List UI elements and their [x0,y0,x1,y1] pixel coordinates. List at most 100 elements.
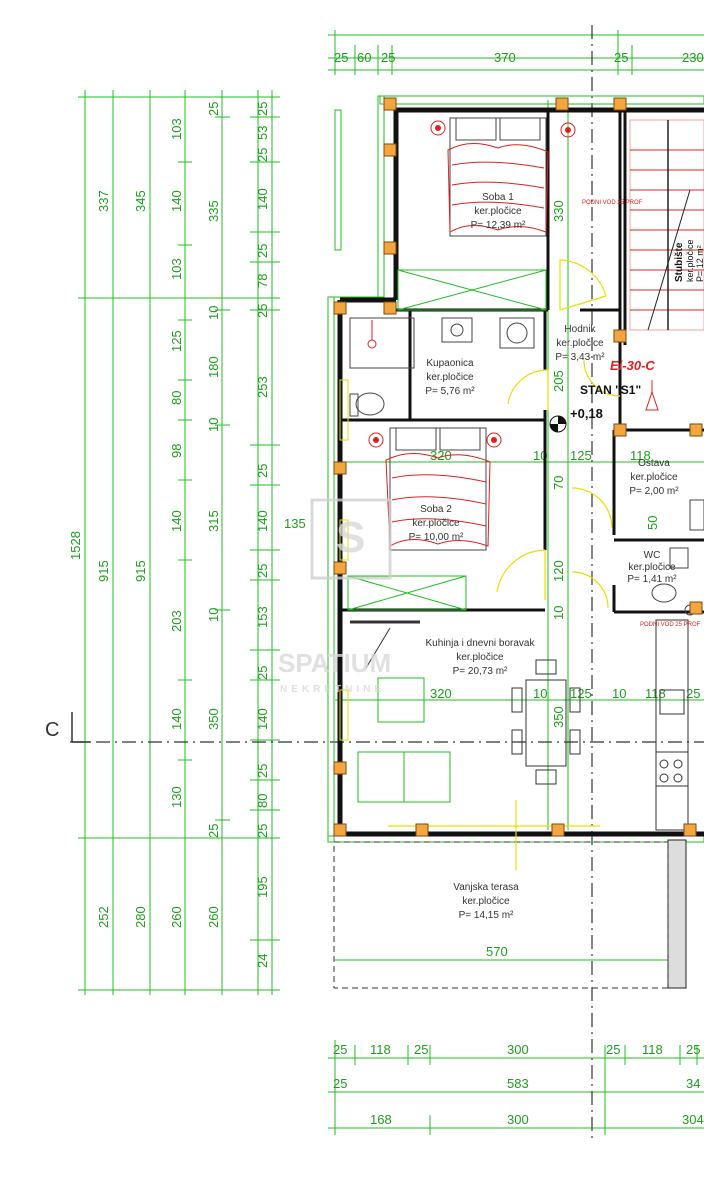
dim-left-c5-6: 315 [206,510,221,532]
dim-left-c6-8: 253 [255,376,270,398]
dim-int-14: 350 [551,706,566,728]
dim-bottom-2-3: 34 [686,1076,700,1091]
room-area-stairs: P= 12 m² [695,245,704,282]
room-area-soba-2: P= 10,00 m² [409,532,464,543]
dim-bottom-1-1: 25 [333,1042,347,1057]
dim-int-9: 320 [430,686,452,701]
dim-bottom-1-7: 25 [686,1042,700,1057]
dim-left-c3-1: 345 [133,190,148,212]
watermark-logo-letter: S [336,513,365,562]
dim-left-c5-10: 260 [206,906,221,928]
dim-left-c6-13: 25 [255,666,270,680]
dim-left-c2-1: 337 [96,190,111,212]
dim-left-c4-2: 140 [169,190,184,212]
dim-left-c6-5: 25 [255,244,270,258]
dim-left-c5-1: 25 [206,102,221,116]
dim-top-1: 25 [334,50,348,65]
dim-bottom-1-4: 300 [507,1042,529,1057]
dim-int-19: 25 [686,686,700,701]
dim-left-c6-2: 53 [255,126,270,140]
dim-left-c4-1: 103 [169,118,184,140]
staircase: Stubište ker.pločice P= 12 m² [629,119,704,331]
dim-left-c3-2: 915 [133,560,148,582]
annotations: STAN "S1" +0,18 Ei-30-C PODNI VOD 25 PRO… [549,200,701,628]
watermark-brand: SPATIUM [278,648,391,678]
room-name-hodnik: Hodnik [564,324,596,335]
watermark-sub: NEKRETNINE [280,684,385,695]
dim-int-17: 135 [284,516,306,531]
dim-top-2: 60 [357,50,371,65]
dim-left-c6-7: 25 [255,304,270,318]
dim-left-c6-15: 25 [255,764,270,778]
dim-bottom-1-5: 25 [606,1042,620,1057]
room-name-terasa: Vanjska terasa [453,882,519,893]
dim-bottom-2-1: 25 [333,1076,347,1091]
dim-left-c5-3: 10 [206,306,221,320]
room-finish-soba-2: ker.pločice [412,518,460,529]
room-labels: Soba 1 ker.pločice P= 12,39 m² Kupaonica… [409,192,680,921]
dim-left-c6-16: 80 [255,794,270,808]
columns [333,97,703,837]
dim-left-c5-5: 10 [206,418,221,432]
dim-left-c6-19: 24 [255,954,270,968]
dim-left-c4-3: 103 [169,258,184,280]
dim-bottom-1-6: 118 [642,1042,663,1057]
dim-left-c4-8: 203 [169,610,184,632]
room-finish-stairs: ker.pločice [685,239,695,282]
room-name-soba-1: Soba 1 [482,192,514,203]
dim-int-18: 50 [645,516,660,530]
room-name-soba-2: Soba 2 [420,504,452,515]
dim-left-total: 1528 [68,531,83,560]
room-finish-hodnik: ker.pločice [556,338,604,349]
dim-left-c6-10: 140 [255,510,270,532]
room-area-wc: P= 1,41 m² [627,574,677,585]
dim-int-12: 10 [612,686,626,701]
dim-int-10: 10 [533,686,547,701]
room-area-kuhinja: P= 20,73 m² [453,666,508,677]
dim-left-c6-14: 140 [255,708,270,730]
dim-int-1: 320 [430,448,452,463]
dim-left-c4-4: 125 [169,330,184,352]
dim-bottom-2-2: 583 [507,1076,529,1091]
watermark-logo-frame [310,498,392,580]
dim-left-c4-9: 140 [169,708,184,730]
room-finish-soba-1: ker.pločice [474,206,522,217]
dim-left-c6-6: 78 [255,274,270,288]
dimension-text: 25 60 25 370 25 230 25 118 25 300 25 118… [68,50,704,1127]
dim-bottom-1-2: 118 [370,1042,391,1057]
dim-top-4: 370 [494,50,516,65]
dim-left-c2-3: 252 [96,906,111,928]
room-name-kupaonica: Kupaonica [426,358,474,369]
dim-left-c5-7: 10 [206,608,221,622]
room-name-kuhinja: Kuhinja i dnevni boravak [426,638,536,649]
dim-left-c4-10: 130 [169,786,184,808]
dim-left-c6-1: 25 [255,102,270,116]
dim-top-5: 25 [614,50,628,65]
room-area-hodnik: P= 3,43 m² [555,352,605,363]
unit-label: STAN "S1" [580,383,641,397]
dim-int-5: 205 [551,370,566,392]
dim-int-7: 120 [551,560,566,582]
cable-note-1: PODNI VOD 25 PROF [582,200,643,206]
dim-int-13: 118 [645,686,666,701]
dim-left-c3-3: 280 [133,906,148,928]
dim-top-3: 25 [381,50,395,65]
room-finish-kuhinja: ker.pločice [456,652,504,663]
dim-bottom-3-1: 168 [370,1112,392,1127]
room-finish-kupaonica: ker.pločice [426,372,474,383]
dim-bottom-1-3: 25 [414,1042,428,1057]
room-area-kupaonica: P= 5,76 m² [425,386,475,397]
room-name-ostava: Ostava [638,458,670,469]
dim-left-c5-8: 350 [206,708,221,730]
dim-int-11: 125 [570,686,592,701]
room-finish-wc: ker.pločice [628,562,676,573]
room-area-soba-1: P= 12,39 m² [471,220,526,231]
dim-left-c2-2: 915 [96,560,111,582]
dim-bottom-3-3: 304 [682,1112,704,1127]
dim-left-c6-12: 153 [255,606,270,628]
dim-left-c6-3: 25 [255,148,270,162]
dim-int-16: 330 [551,200,566,222]
room-name-stairs: Stubište [674,242,685,282]
dim-left-c6-17: 25 [255,824,270,838]
